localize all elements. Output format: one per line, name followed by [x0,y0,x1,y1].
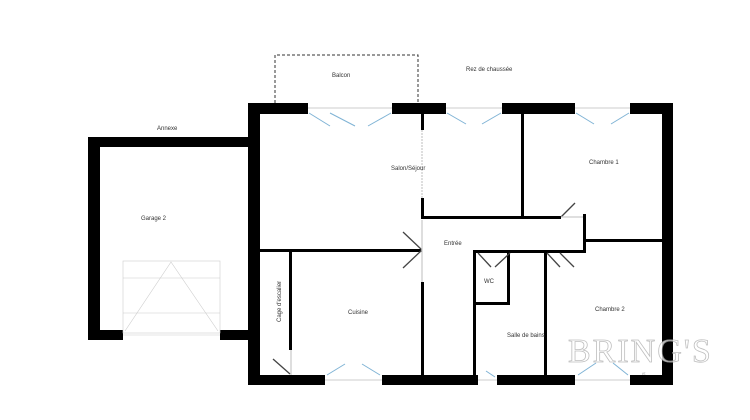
windows [308,107,630,381]
room-label-balcon: Balcon [332,73,350,79]
room-label-wc: WC [484,279,495,285]
level-title: Rez de chaussée [466,67,513,73]
room-label-sdb: Salle de bains [507,333,545,339]
garage-door [122,260,221,336]
room-label-cuisine: Cuisine [348,310,369,316]
annex-title: Annexe [157,126,178,132]
room-label-salon: Salon/Séjour [391,166,425,172]
room-label-garage: Garage 2 [141,216,167,222]
watermark-subtext: et [642,372,646,377]
room-label-cage: Cage d'escalier [277,281,283,322]
doors [272,130,583,375]
balcony-outline [274,54,419,103]
watermark-logo: BRING'S [568,333,713,370]
room-label-chambre1: Chambre 1 [589,160,619,166]
walls [88,103,673,385]
room-label-entree: Entrée [444,241,462,247]
room-label-chambre2: Chambre 2 [595,307,625,313]
